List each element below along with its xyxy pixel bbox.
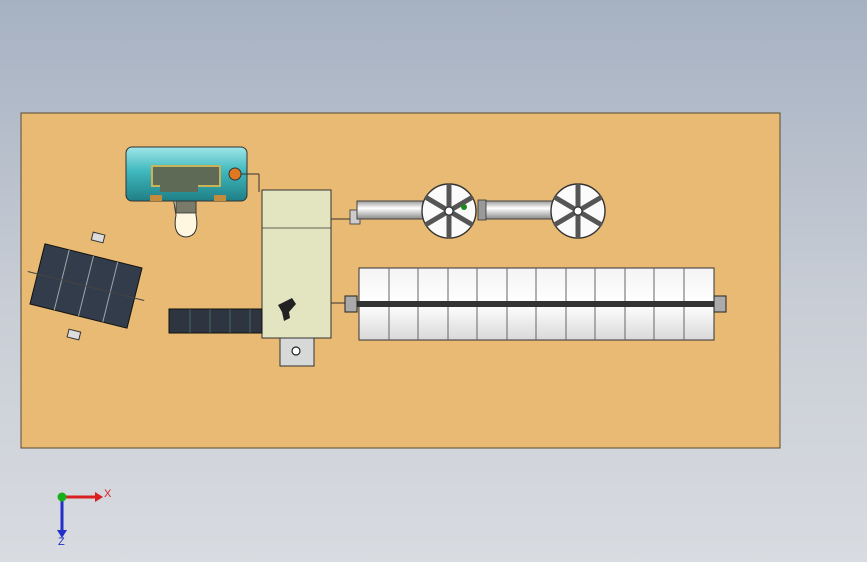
triad-z-label: Z xyxy=(58,536,65,548)
solar-panel-array[interactable] xyxy=(15,219,158,353)
fan-duct-assembly[interactable] xyxy=(349,183,606,239)
collector-tube-rack[interactable] xyxy=(344,267,727,341)
storage-tank[interactable] xyxy=(125,146,260,238)
triad-x-label: X xyxy=(104,488,112,500)
control-cabinet[interactable] xyxy=(261,189,357,367)
conveyor-belt[interactable] xyxy=(168,308,263,334)
coordinate-triad xyxy=(57,492,103,538)
